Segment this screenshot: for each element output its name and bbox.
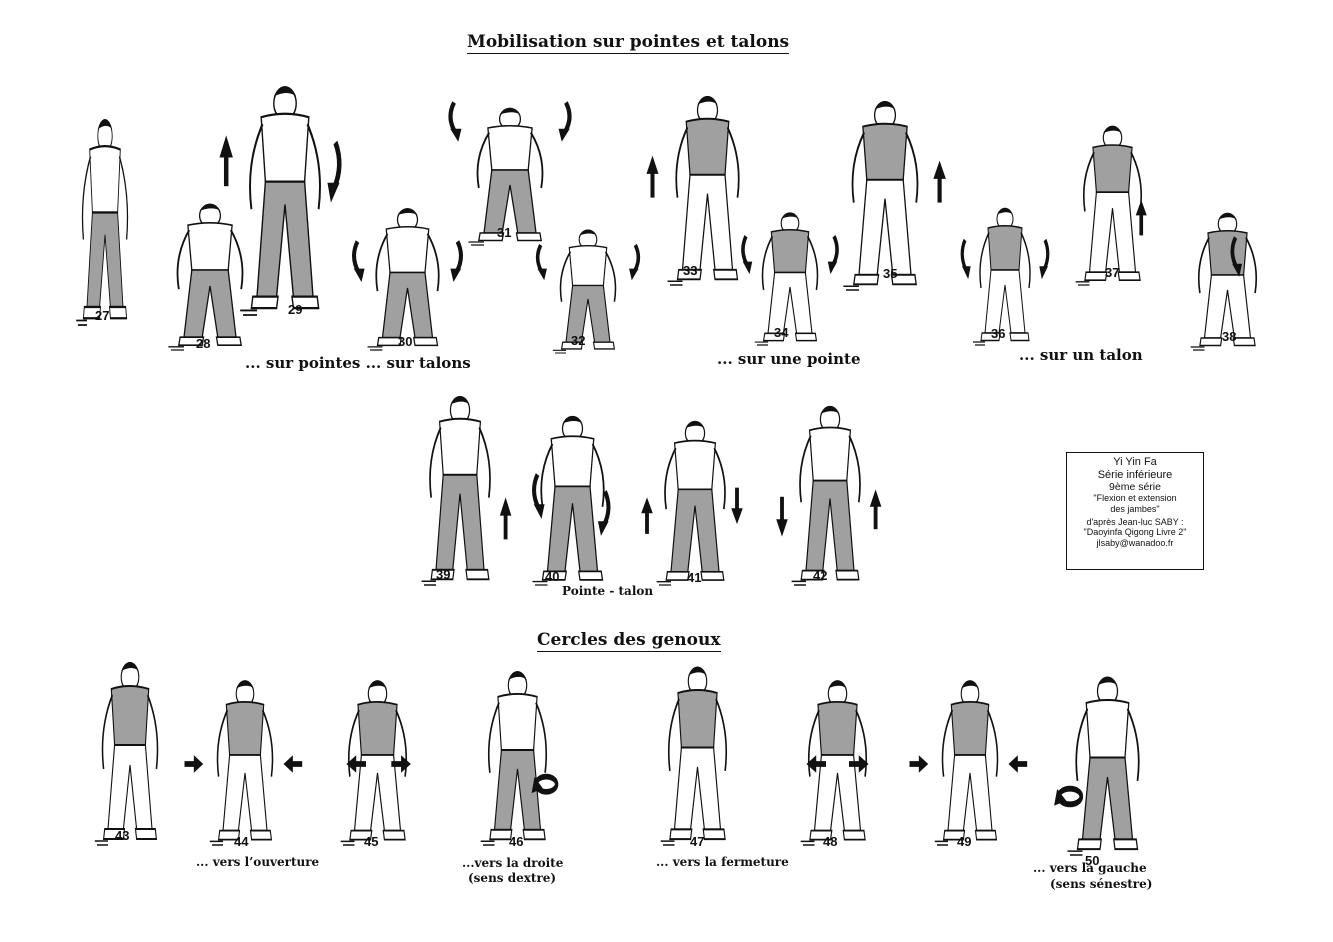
figure-number-36: 36: [991, 326, 1006, 341]
exercise-figure-44: [184, 665, 303, 846]
caption-un-talon: ... sur un talon: [1019, 346, 1143, 364]
figure-number-30: 30: [398, 334, 413, 349]
exercise-figure-48: [780, 665, 895, 846]
exercise-figure-33: [645, 95, 770, 286]
caption-pointe-talon: Pointe - talon: [562, 584, 654, 598]
credits-title: Yi Yin Fa: [1113, 456, 1157, 468]
caption-fermeture: ... vers la fermeture: [656, 855, 789, 869]
exercise-figure-47: [640, 650, 755, 846]
exercise-figure-35: [820, 100, 950, 291]
figure-number-35: 35: [883, 266, 898, 281]
heading-mobilisation: Mobilisation sur pointes et talons: [467, 32, 790, 54]
figure-number-40: 40: [545, 569, 560, 584]
caption-gauche: ... vers la gauche: [1033, 861, 1147, 875]
figure-number-44: 44: [234, 834, 249, 849]
exercise-figure-42: [770, 405, 890, 586]
credits-author: d'après Jean-luc SABY :: [1086, 517, 1184, 528]
figure-number-28: 28: [196, 336, 211, 351]
exercise-figure-32: [533, 218, 643, 354]
caption-gauche-sub: (sens sénestre): [1050, 877, 1153, 891]
exercise-figure-31: [445, 95, 575, 246]
credits-box: Yi Yin Fa Série inférieure 9ème série "F…: [1066, 452, 1204, 570]
caption-ouverture: ... vers l’ouverture: [196, 855, 320, 869]
figure-number-46: 46: [509, 834, 524, 849]
credits-series: Série inférieure: [1097, 468, 1173, 481]
figure-number-47: 47: [690, 834, 705, 849]
figure-number-32: 32: [571, 333, 586, 348]
figure-number-41: 41: [687, 570, 702, 585]
figure-number-45: 45: [364, 834, 379, 849]
caption-droite: ...vers la droite: [462, 856, 564, 870]
exercise-figure-49: [909, 665, 1028, 846]
exercise-figure-36: [955, 195, 1055, 346]
credits-email: jlsaby@wanadoo.fr: [1096, 537, 1174, 548]
caption-une-pointe: ... sur une pointe: [717, 350, 861, 368]
figure-number-50: 50: [1085, 853, 1100, 868]
exercise-figure-43: [75, 645, 185, 846]
figure-number-38: 38: [1222, 329, 1237, 344]
credits-number: 9ème série: [1109, 481, 1161, 494]
figure-number-34: 34: [774, 325, 789, 340]
figure-number-43: 43: [115, 828, 130, 843]
credits-subtitle-2: des jambes": [1110, 503, 1160, 514]
figure-number-49: 49: [957, 834, 972, 849]
credits-subtitle-1: "Flexion et extension: [1093, 493, 1177, 504]
exercise-figure-30: [345, 195, 470, 351]
exercise-figure-38: [1170, 200, 1285, 351]
figure-number-29: 29: [288, 302, 303, 317]
figure-number-33: 33: [683, 263, 698, 278]
figure-number-48: 48: [823, 834, 838, 849]
figure-number-37: 37: [1105, 265, 1120, 280]
credits-book: "Daoyinfa Qigong Livre 2": [1083, 527, 1187, 538]
exercise-figure-45: [320, 665, 435, 846]
caption-pointes-talons: ... sur pointes ... sur talons: [245, 354, 471, 372]
exercise-figure-39: [400, 395, 520, 586]
caption-droite-sub: (sens dextre): [468, 871, 557, 885]
exercise-figure-37: [1055, 125, 1170, 286]
exercise-figure-46: [460, 655, 575, 846]
exercise-figure-40: [510, 415, 635, 586]
figure-number-27: 27: [95, 308, 110, 323]
heading-cercles-genoux: Cercles des genoux: [537, 630, 721, 652]
exercise-figure-50: [1045, 660, 1170, 856]
exercise-figure-27: [60, 100, 150, 326]
figure-number-42: 42: [813, 568, 828, 583]
figure-number-39: 39: [436, 567, 451, 582]
exercise-figure-29: [215, 85, 355, 316]
exercise-figure-34: [735, 200, 845, 346]
figure-number-31: 31: [497, 225, 512, 240]
exercise-figure-41: [635, 420, 755, 586]
exercise-figure-28: [145, 190, 275, 351]
